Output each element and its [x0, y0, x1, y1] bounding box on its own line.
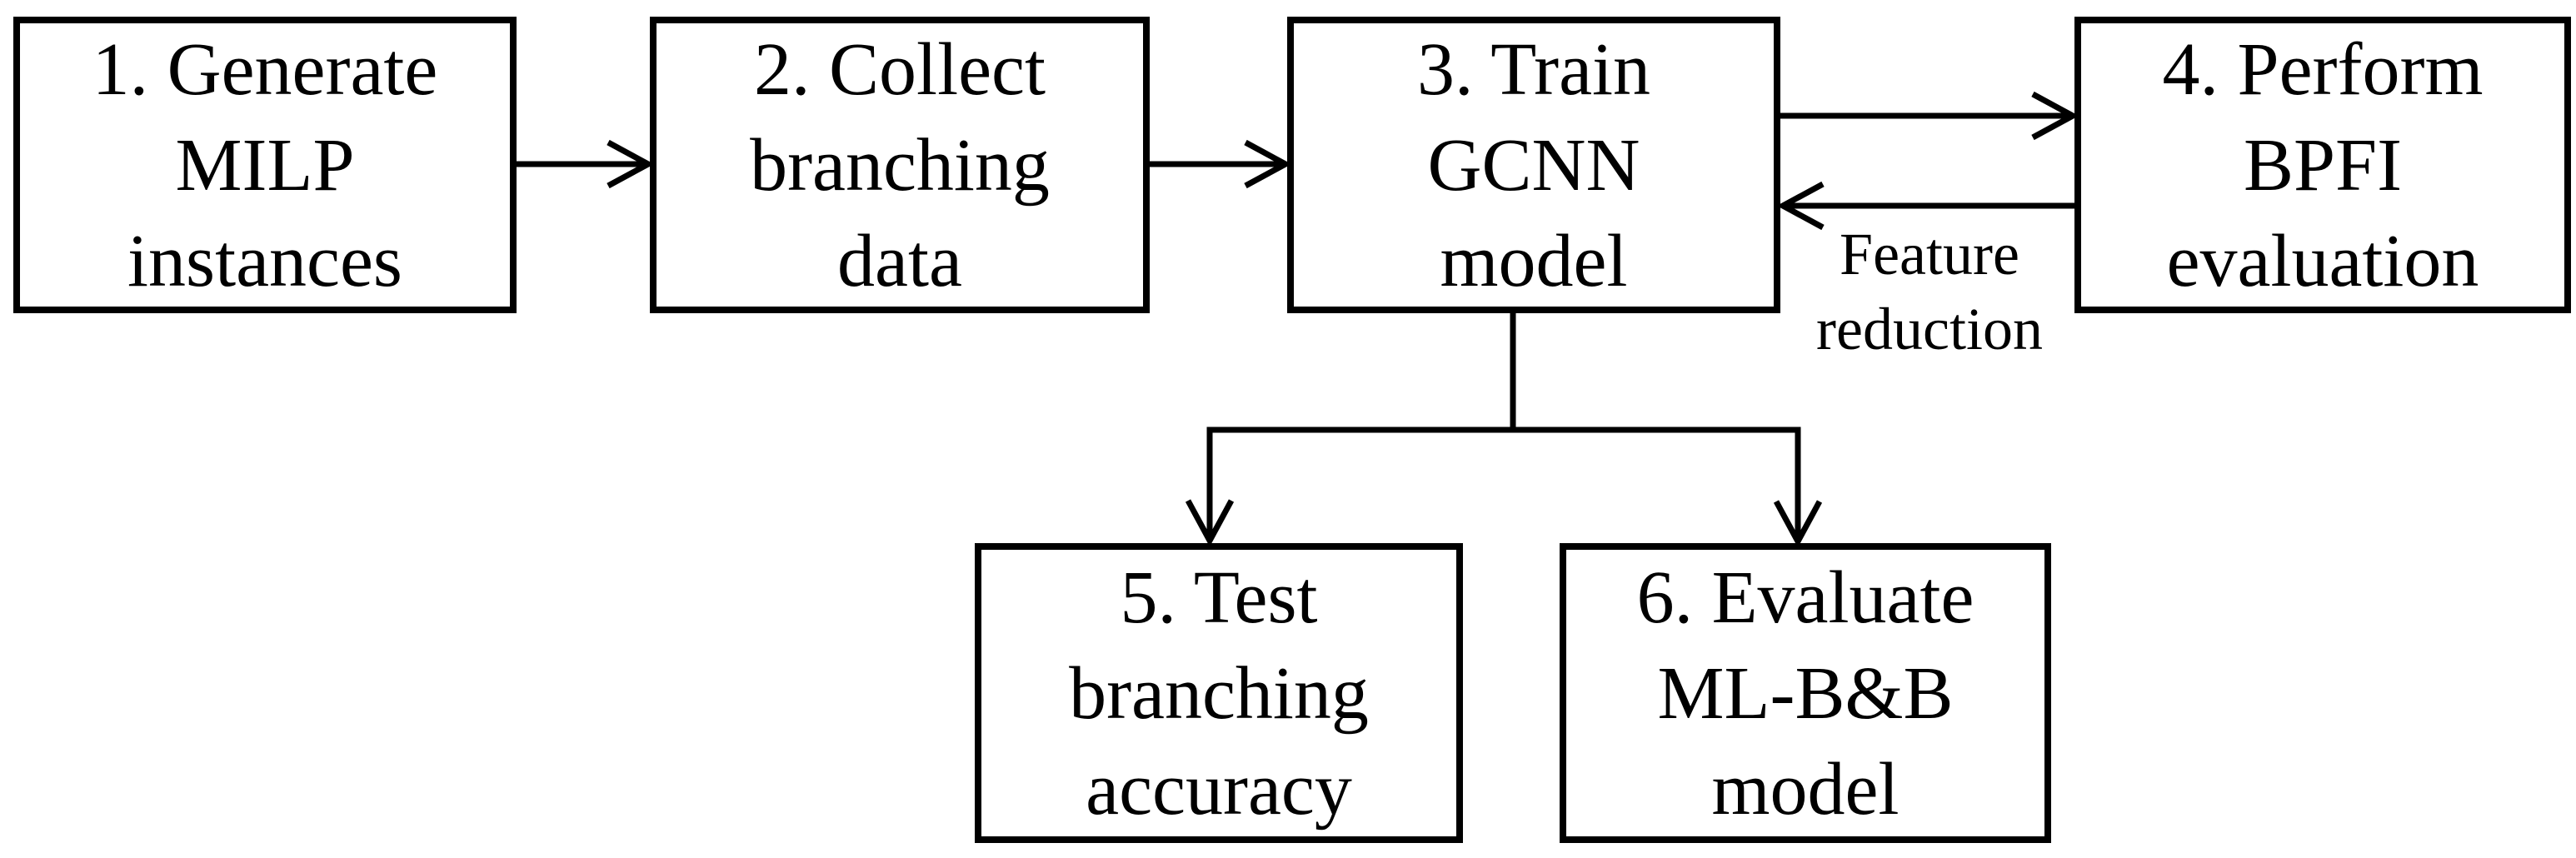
step-5-line-3: accuracy [1086, 747, 1352, 831]
step-1-line-2: MILP [175, 123, 355, 207]
step-4-perform-bpfi-evaluation-box: 4. Perform BPFI evaluation [2074, 17, 2571, 313]
step-2-collect-branching-data-box: 2. Collect branching data [650, 17, 1150, 313]
step-4-line-3: evaluation [2166, 219, 2479, 302]
step-2-line-1: 2. Collect [754, 27, 1046, 111]
step-4-line-1: 4. Perform [2162, 27, 2484, 111]
step-4-line-2: BPFI [2243, 123, 2403, 207]
arrow-step2-to-step3 [1148, 139, 1292, 189]
step-3-line-3: model [1440, 219, 1628, 302]
feature-reduction-label: Feature reduction [1780, 217, 2079, 367]
step-2-line-3: data [837, 219, 962, 302]
step-5-line-1: 5. Test [1120, 556, 1318, 639]
step-5-test-branching-accuracy-box: 5. Test branching accuracy [975, 543, 1463, 843]
feature-reduction-label-line-2: reduction [1816, 296, 2043, 362]
arrow-step1-to-step2 [517, 139, 655, 189]
step-2-line-2: branching [750, 123, 1050, 207]
step-6-line-3: model [1711, 747, 1900, 831]
arrow-step3-to-step4 [1779, 91, 2079, 141]
step-1-line-3: instances [127, 219, 402, 302]
step-1-line-1: 1. Generate [92, 27, 438, 111]
step-3-line-1: 3. Train [1416, 27, 1651, 111]
arrow-step4-to-step3 [1776, 181, 2076, 231]
step-3-line-2: GCNN [1427, 123, 1640, 207]
feature-reduction-label-line-1: Feature [1840, 221, 2019, 287]
step-5-line-2: branching [1069, 651, 1369, 735]
step-6-line-1: 6. Evaluate [1636, 556, 1974, 639]
step-6-evaluate-ml-bb-model-box: 6. Evaluate ML-B&B model [1560, 543, 2051, 843]
step-3-train-gcnn-model-box: 3. Train GCNN model [1287, 17, 1780, 313]
step-1-generate-milp-instances-box: 1. Generate MILP instances [13, 17, 517, 313]
arrow-step3-to-step5-and-step6 [1185, 312, 1823, 548]
step-6-line-2: ML-B&B [1657, 651, 1954, 735]
